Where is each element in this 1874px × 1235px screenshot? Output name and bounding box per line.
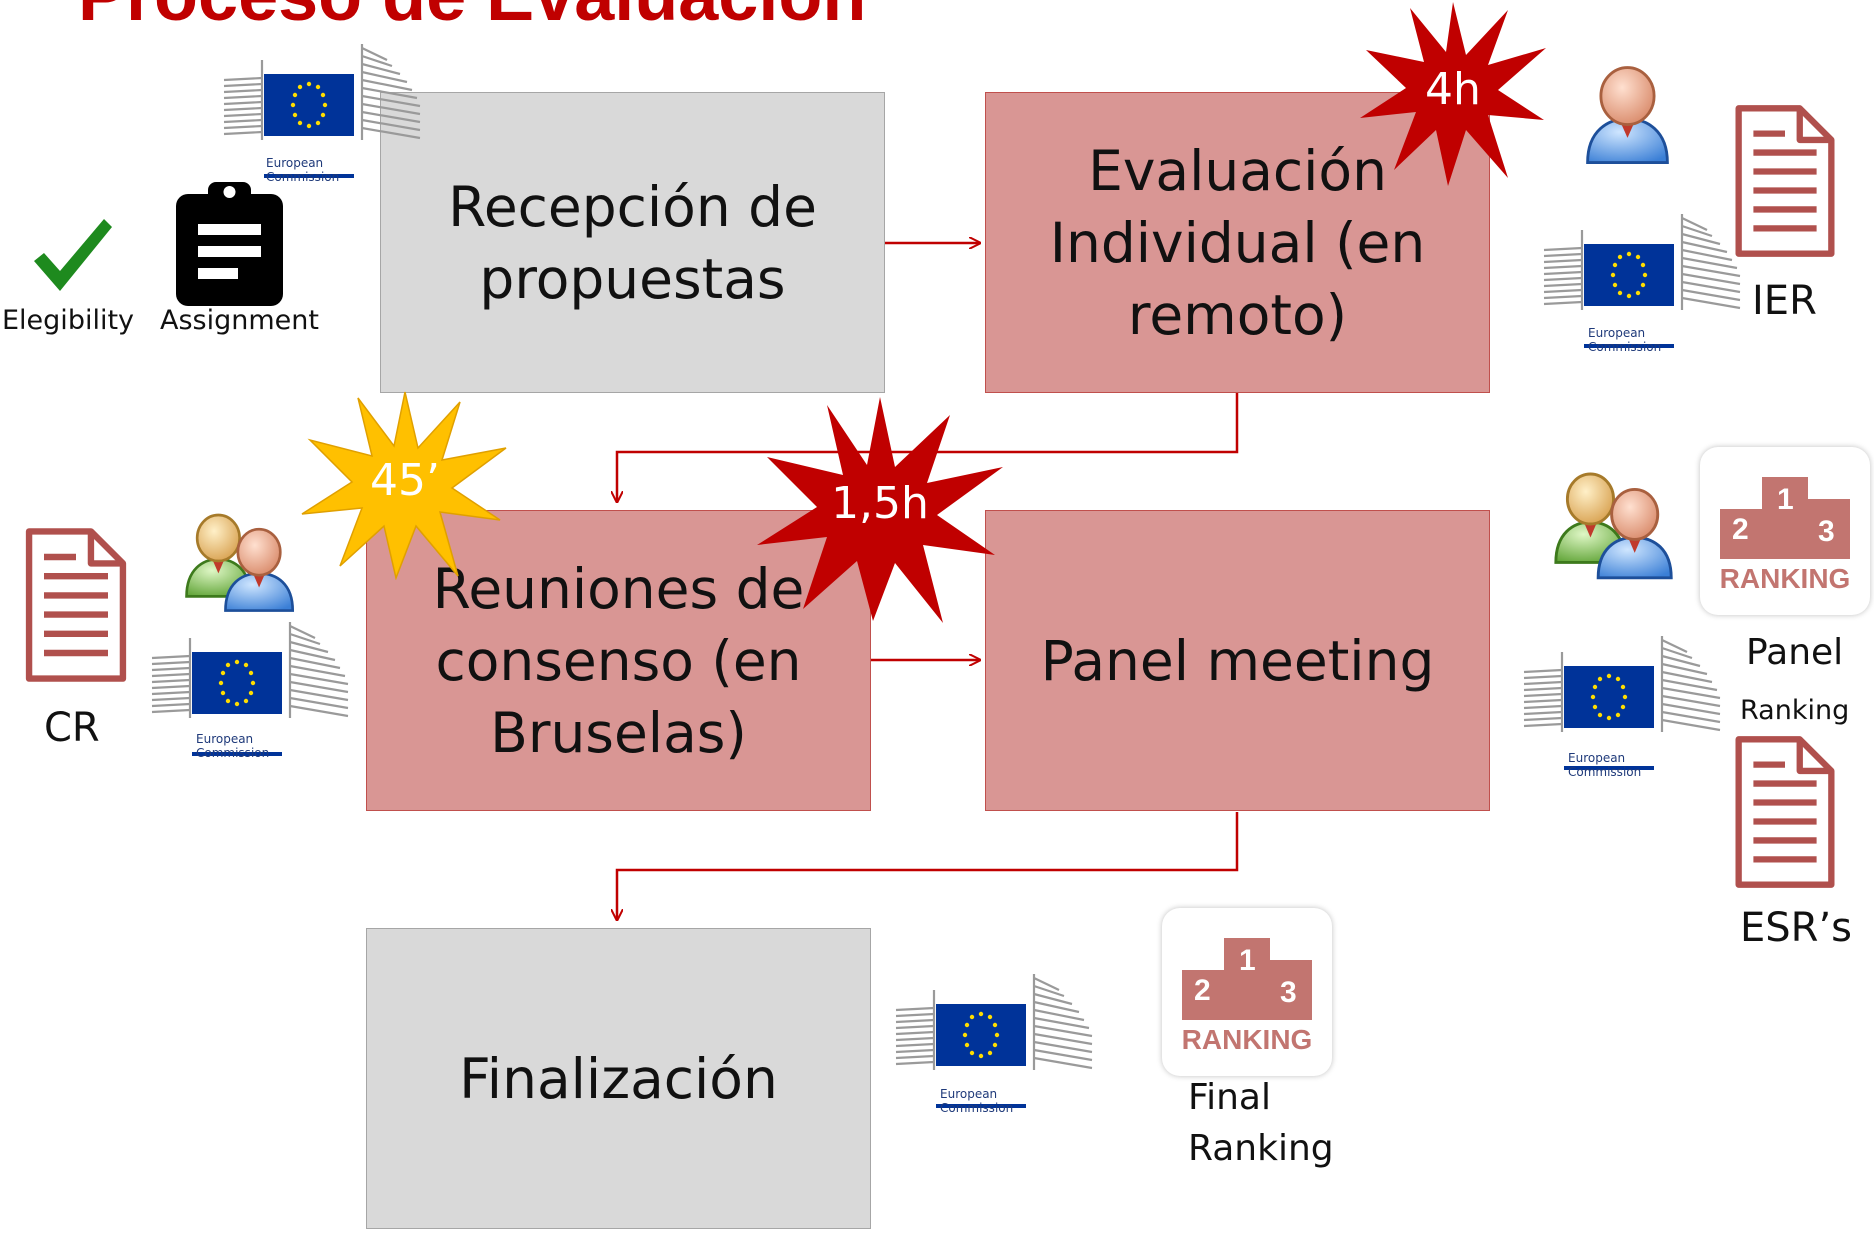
clipboard-icon xyxy=(176,182,283,306)
step-reuniones-label: Reuniones de consenso (en Bruselas) xyxy=(432,556,805,765)
panel-ranking-line2: Ranking xyxy=(1740,695,1850,726)
ranking-place-3: 3 xyxy=(1818,515,1835,548)
burst-panel-time xyxy=(757,397,1003,623)
ec-logo-line2: Commission xyxy=(266,170,340,184)
ranking-word: RANKING xyxy=(1719,563,1851,594)
ranking-place-2: 2 xyxy=(1194,974,1211,1007)
burst-consenso-time-label: 45’ xyxy=(370,455,440,506)
assignment-label: Assignment xyxy=(160,305,319,336)
arrow-panel-to-finalizacion xyxy=(617,812,1239,920)
ranking-place-1: 1 xyxy=(1239,944,1256,977)
panel-ranking-line1: Panel xyxy=(1746,632,1844,673)
step-evaluacion-box: Evaluación Individual (en remoto) xyxy=(985,92,1490,393)
page-title: Proceso de Evaluación xyxy=(78,0,866,32)
burst-eval-time-label: 4h xyxy=(1425,64,1481,115)
checkmark-icon xyxy=(34,219,112,291)
elegibility-label: Elegibility xyxy=(2,305,135,336)
ec-logo-line1: European xyxy=(266,156,324,170)
ec-logo-line2: Commission xyxy=(1568,765,1642,779)
document-icon xyxy=(1730,102,1840,260)
ec-logo-line1: European xyxy=(1588,326,1646,340)
step-recepcion-box: Recepción de propuestas xyxy=(380,92,885,393)
step-panel-label: Panel meeting xyxy=(1040,628,1435,693)
users-icon xyxy=(183,505,298,617)
burst-eval-time xyxy=(1360,2,1546,186)
ier-label: IER xyxy=(1752,278,1817,324)
document-icon xyxy=(1730,733,1840,891)
step-recepcion-label: Recepción de propuestas xyxy=(448,174,817,311)
ec-logo-line2: Commission xyxy=(940,1101,1014,1115)
ranking-icon: 2 1 3 RANKING xyxy=(1700,447,1870,615)
ranking-place-2: 2 xyxy=(1732,513,1749,546)
final-ranking-label: Final Ranking xyxy=(1188,1077,1334,1169)
user-icon xyxy=(1580,62,1675,170)
burst-consenso-time xyxy=(301,391,507,580)
step-finalizacion-box: Finalización xyxy=(366,928,871,1229)
ranking-place-3: 3 xyxy=(1280,976,1297,1009)
ec-logo-line1: European xyxy=(940,1087,998,1101)
ranking-icon: 2 1 3 RANKING xyxy=(1162,908,1332,1076)
ec-logo-line2: Commission xyxy=(1588,340,1662,354)
ranking-place-1: 1 xyxy=(1777,483,1794,516)
panel-ranking-label: Panel Ranking xyxy=(1740,612,1849,747)
step-finalizacion-label: Finalización xyxy=(459,1046,778,1111)
document-icon xyxy=(20,525,132,685)
users-icon xyxy=(1552,465,1677,583)
ranking-word: RANKING xyxy=(1181,1024,1313,1055)
step-evaluacion-label: Evaluación Individual (en remoto) xyxy=(1049,138,1426,347)
ec-logo-line1: European xyxy=(196,732,254,746)
ec-logo-line1: European xyxy=(1568,751,1626,765)
cr-label: CR xyxy=(44,705,100,751)
step-panel-box: Panel meeting xyxy=(985,510,1490,811)
ec-logo-line2: Commission xyxy=(196,746,270,760)
step-reuniones-box: Reuniones de consenso (en Bruselas) xyxy=(366,510,871,811)
esrs-label: ESR’s xyxy=(1740,905,1853,951)
burst-panel-time-label: 1,5h xyxy=(831,478,929,529)
